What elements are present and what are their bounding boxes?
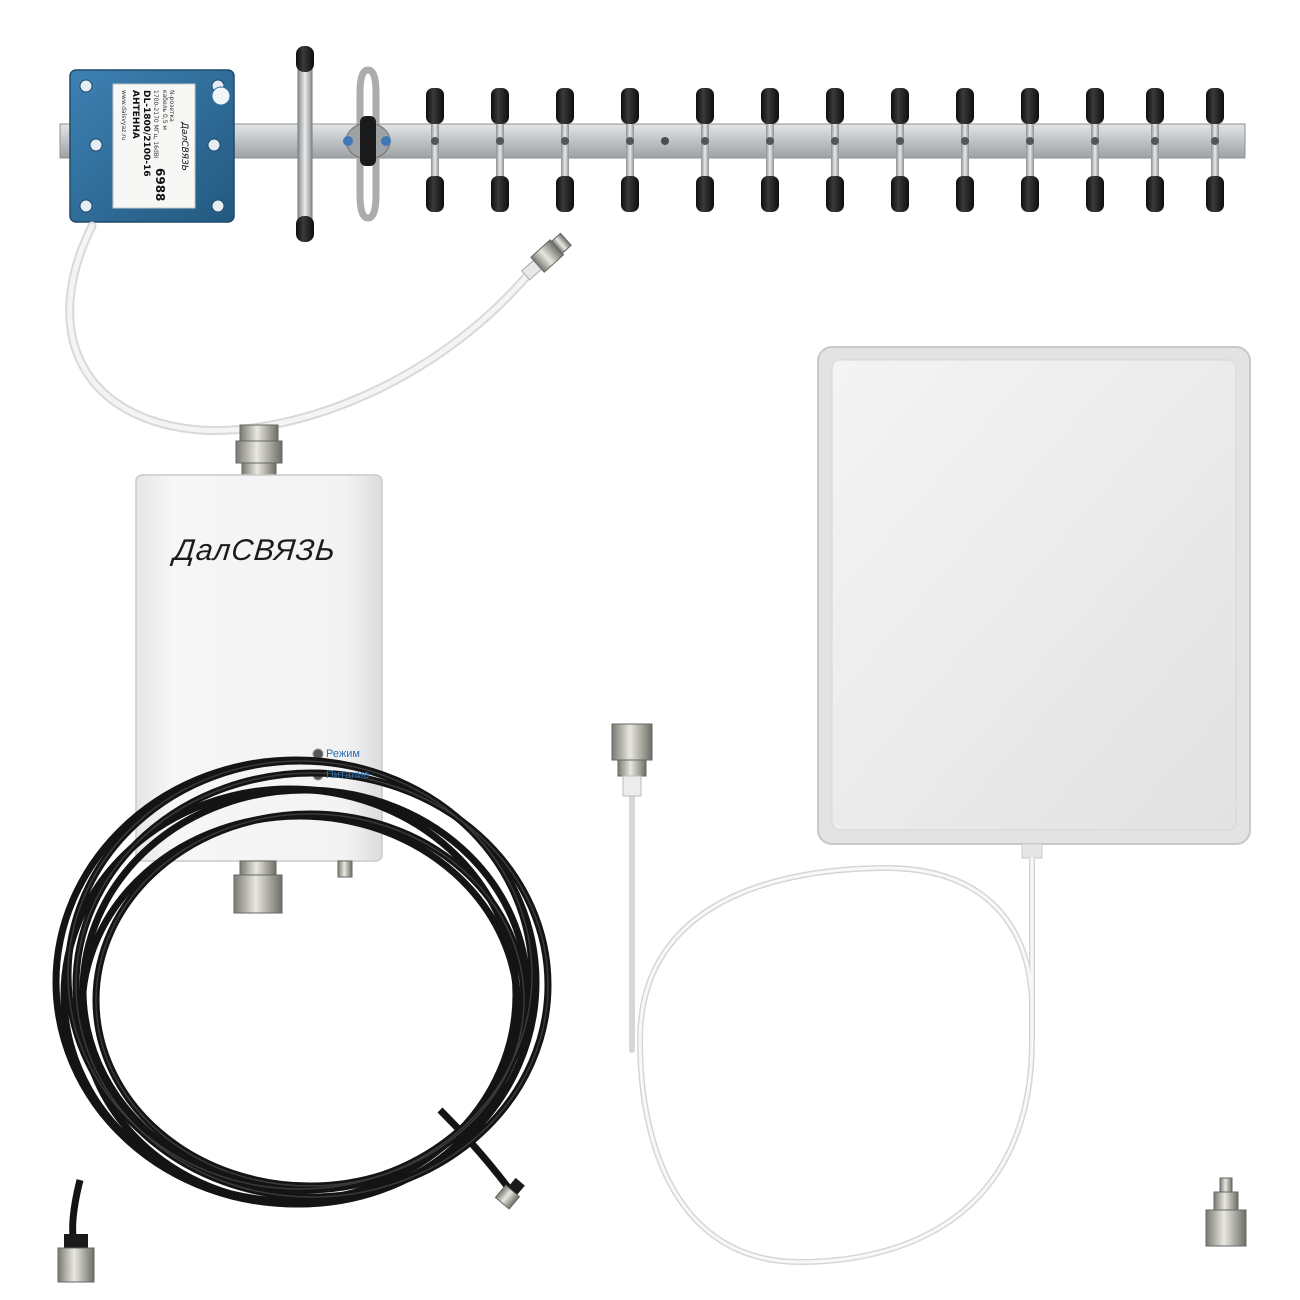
white-cable xyxy=(629,787,1035,1266)
antenna-mount-plate: www.dalsvyaz.ru АНТЕННА DL-1800/2100-16 … xyxy=(69,69,235,223)
antenna-label-text: www.dalsvyaz.ru АНТЕННА DL-1800/2100-16 … xyxy=(120,90,189,201)
label-cable: кабель 0,5 м xyxy=(161,90,168,130)
antenna-director xyxy=(761,88,779,212)
repeater-bottom-connector xyxy=(233,860,353,914)
antenna-director xyxy=(491,88,509,212)
antenna-director xyxy=(956,88,974,212)
adapter-icon xyxy=(1205,1177,1247,1247)
black-cable-highlights xyxy=(67,760,549,1198)
antenna-director xyxy=(426,88,444,212)
label-title: АНТЕННА xyxy=(130,90,140,139)
boom-screw xyxy=(661,137,669,145)
repeater-unit xyxy=(135,424,383,914)
label-model: DL-1800/2100-16 xyxy=(141,90,151,177)
led-mode-label: Режим xyxy=(326,748,360,760)
antenna-feed-cable xyxy=(65,221,572,435)
n-connector-icon xyxy=(520,232,572,281)
antenna-reflector xyxy=(296,46,314,242)
label-code: 6988 xyxy=(153,168,167,201)
panel-antenna xyxy=(817,346,1251,859)
antenna-director xyxy=(1086,88,1104,212)
antenna-director xyxy=(621,88,639,212)
label-brand: ДалСВЯЗЬ xyxy=(179,121,189,171)
antenna-director xyxy=(1021,88,1039,212)
antenna-elements xyxy=(92,88,1224,212)
label-site: www.dalsvyaz.ru xyxy=(120,90,127,141)
n-connector-icon xyxy=(611,723,653,797)
led-power-label: Питание xyxy=(326,769,370,781)
antenna-boom xyxy=(59,123,1246,159)
antenna-director xyxy=(1206,88,1224,212)
label-frequency: 1700-2170 МГц, 16dBi xyxy=(152,90,159,159)
repeater-brand: ДалСВЯЗЬ xyxy=(172,534,338,567)
n-connector-icon xyxy=(57,1234,95,1283)
label-connector: N-розетка xyxy=(168,90,175,122)
antenna-director xyxy=(826,88,844,212)
antenna-driven-loop xyxy=(343,66,391,222)
antenna-director xyxy=(696,88,714,212)
antenna-director xyxy=(1146,88,1164,212)
sma-connector-icon xyxy=(494,1177,525,1210)
yagi-antenna: www.dalsvyaz.ru АНТЕННА DL-1800/2100-16 … xyxy=(59,46,1246,242)
antenna-director xyxy=(556,88,574,212)
antenna-director xyxy=(891,88,909,212)
repeater-top-connector xyxy=(235,424,283,478)
